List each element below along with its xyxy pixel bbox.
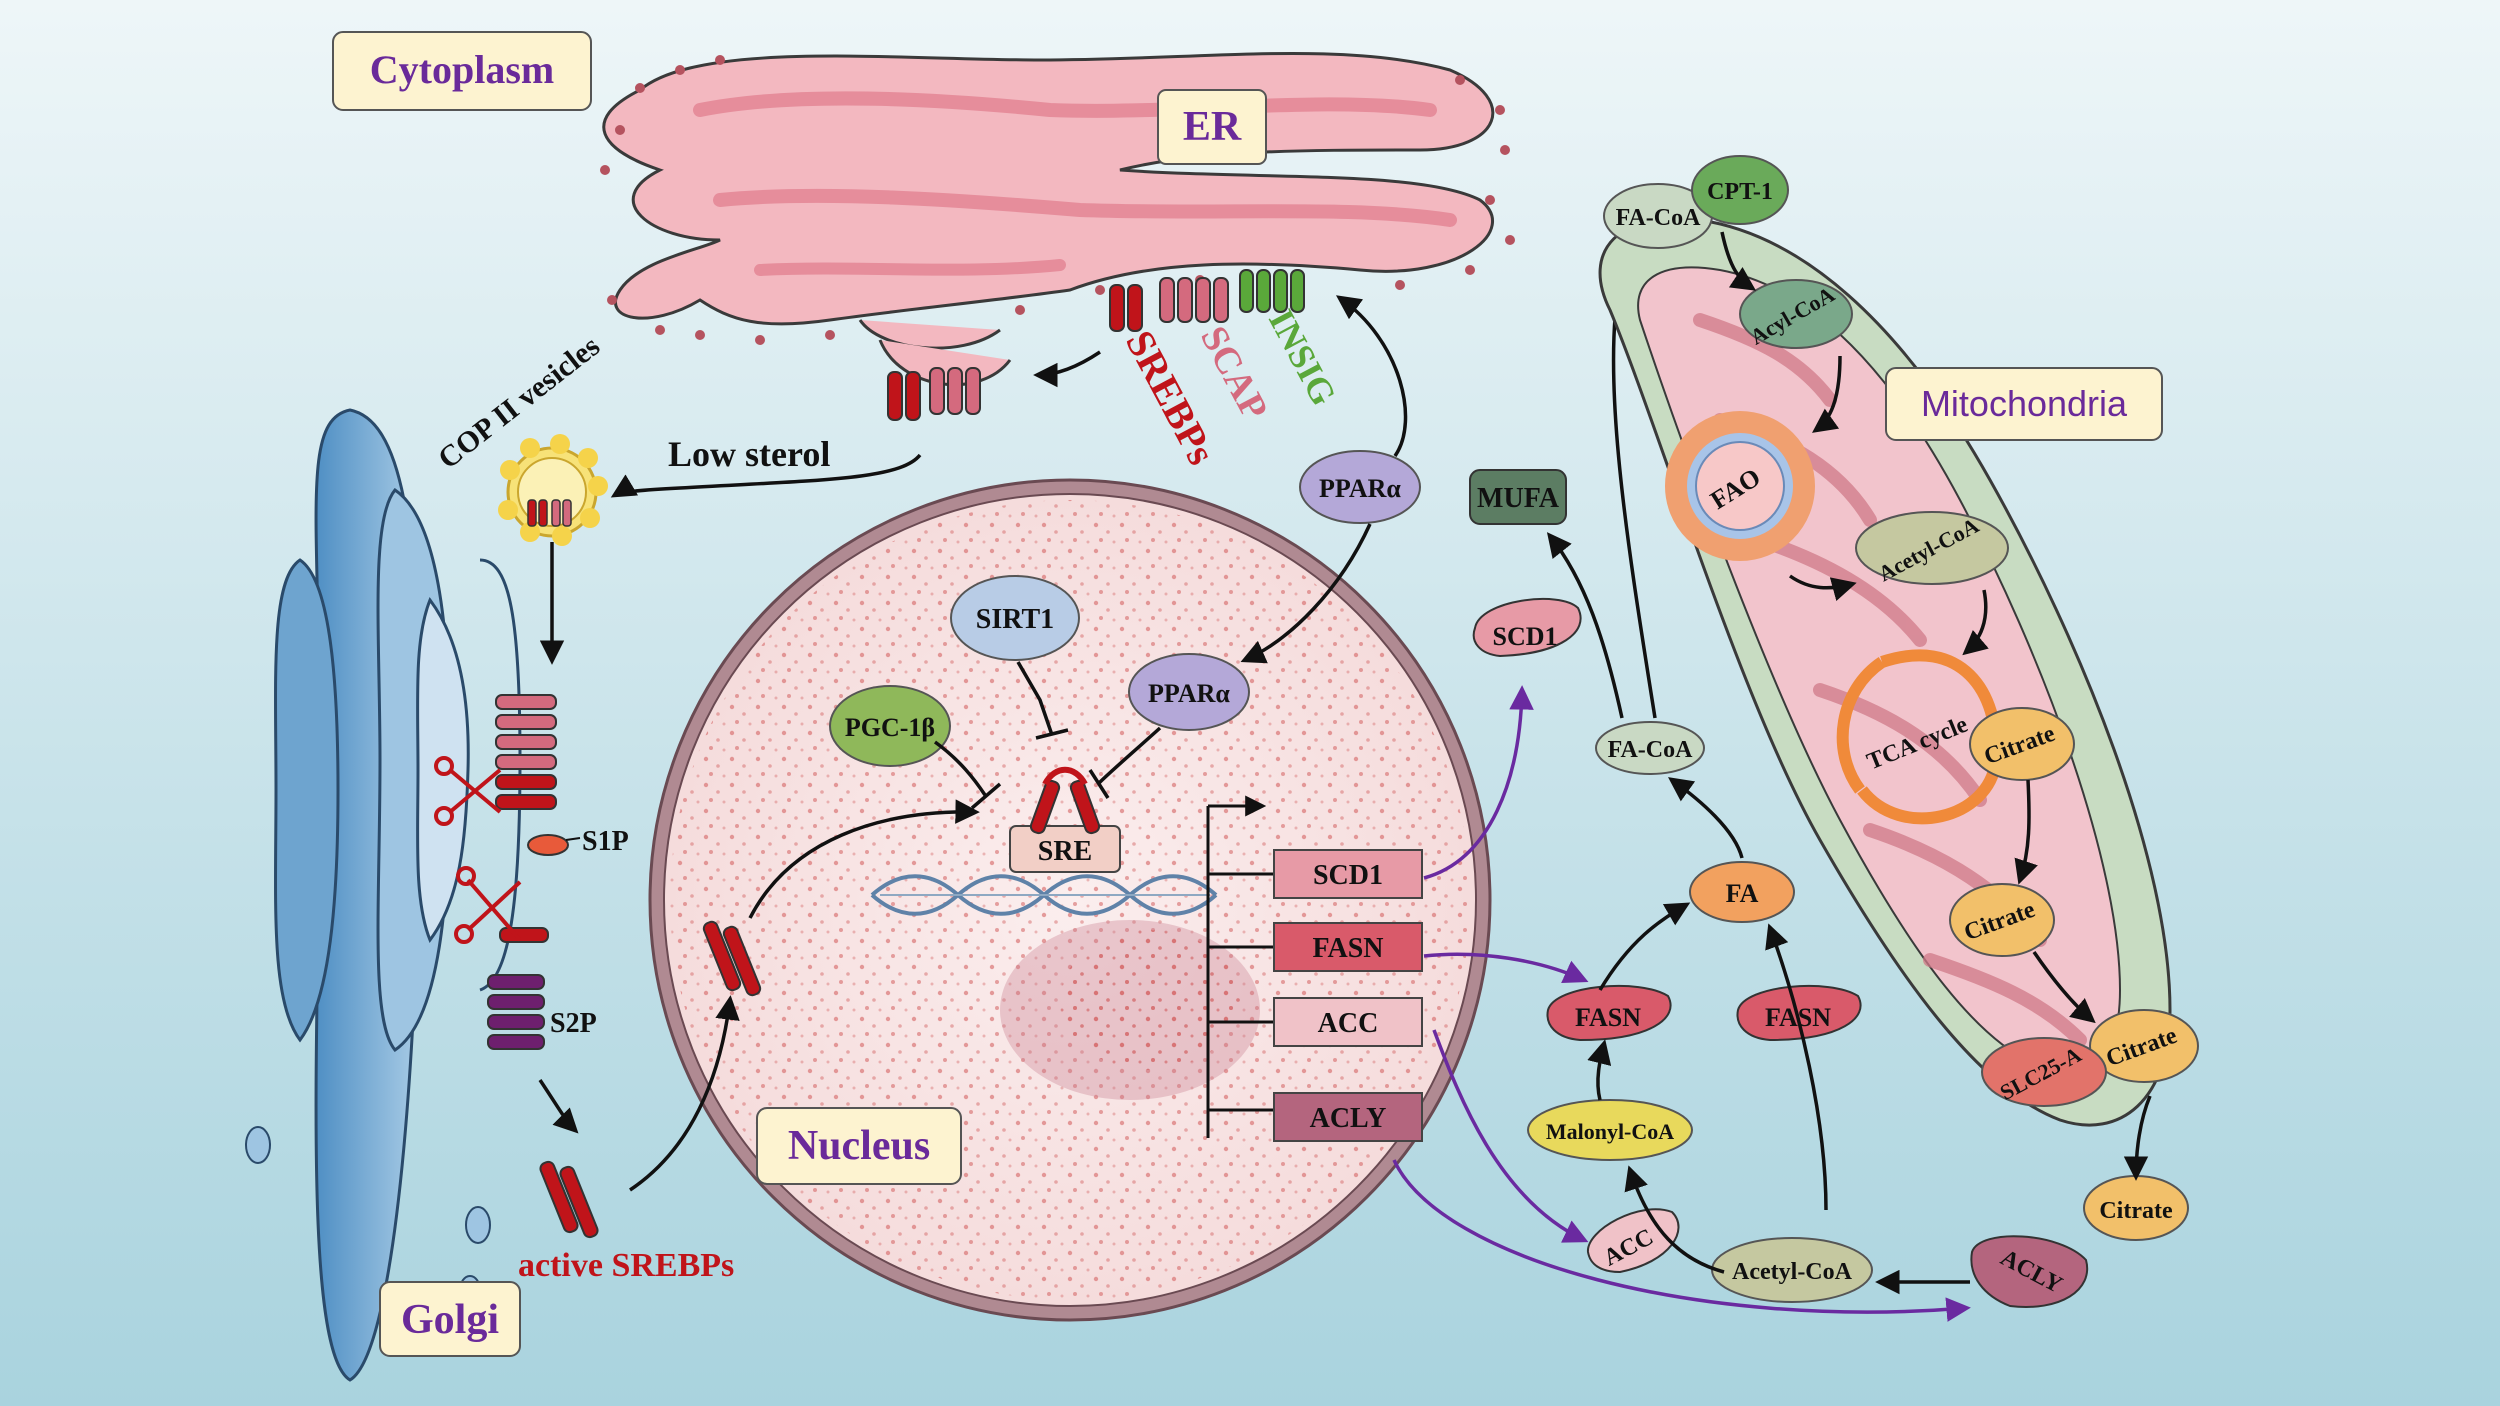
active-srebps-label: active SREBPs xyxy=(518,1247,734,1284)
sirt1-label: SIRT1 xyxy=(976,604,1054,635)
inhibition-edges xyxy=(933,661,1162,810)
fa-label: FA xyxy=(1726,879,1759,908)
srebp-scap-budding xyxy=(887,367,981,421)
fa-coa-mid-node xyxy=(1595,721,1705,775)
dna-helix xyxy=(870,874,1218,916)
acetyl-coa-cyto-node xyxy=(1711,1237,1873,1303)
fa-coa-top-label: FA-CoA xyxy=(1616,205,1702,231)
s2p-label: S2P xyxy=(550,1008,597,1039)
citrate-cyto-label: Citrate xyxy=(2099,1198,2173,1224)
gene-box-scd1 xyxy=(1273,849,1423,899)
expression-arrows xyxy=(1392,685,1971,1322)
fa-node xyxy=(1689,861,1795,923)
fa-coa-mid-label: FA-CoA xyxy=(1608,737,1694,763)
malonyl-coa-node xyxy=(1527,1099,1693,1161)
nucleus-label-box xyxy=(756,1107,962,1185)
gene-fasn-label: FASN xyxy=(1312,933,1383,964)
ppara-nucleus-node xyxy=(1128,653,1250,731)
cpt1-node xyxy=(1691,155,1789,225)
ppara-nucleus-label: PPARα xyxy=(1148,679,1230,708)
golgi-apparatus xyxy=(245,408,522,1382)
cop2-vesicle xyxy=(498,434,608,546)
active-srebp-nucleus xyxy=(702,920,762,997)
pgc1b-node xyxy=(829,685,951,767)
scissors-icon xyxy=(454,866,522,944)
golgi-label-box xyxy=(379,1281,521,1357)
gene-box-acly xyxy=(1273,1092,1423,1142)
scap-er-protein xyxy=(1159,277,1229,323)
gene-scd1-label: SCD1 xyxy=(1313,860,1383,891)
gene-box-fasn xyxy=(1273,922,1423,972)
arrow-ppara-to-nucleus xyxy=(1240,523,1372,664)
acyl-coa-node xyxy=(1739,279,1853,349)
cytoplasm-label: Cytoplasm xyxy=(370,47,554,92)
gene-branch-lines xyxy=(1206,795,1274,1138)
mufa-box xyxy=(1469,469,1567,525)
sre-label: SRE xyxy=(1038,836,1092,867)
active-srebp-golgi xyxy=(539,1160,599,1239)
nucleus-label: Nucleus xyxy=(788,1123,930,1169)
endoplasmic-reticulum xyxy=(600,51,1515,387)
srebp-golgi-processing xyxy=(487,694,557,1050)
s1p-protease xyxy=(527,834,569,856)
sre-box xyxy=(1009,825,1121,873)
acly-enzyme xyxy=(1970,1235,2089,1308)
arrow-low-sterol xyxy=(610,453,922,498)
arrow-srebp-exit-er xyxy=(1033,350,1101,388)
scissors-icon xyxy=(434,756,502,826)
citrate-1-node xyxy=(1969,707,2075,781)
fasn-enzyme-left xyxy=(1546,984,1672,1042)
mito-arrows xyxy=(1720,231,2096,1024)
pgc1b-label: PGC-1β xyxy=(845,713,935,742)
cytoplasm-label-box xyxy=(332,31,592,111)
golgi-label: Golgi xyxy=(401,1297,499,1343)
gene-box-acc xyxy=(1273,997,1423,1047)
mufa-label: MUFA xyxy=(1477,483,1560,514)
slc25a-node xyxy=(1981,1037,2107,1107)
sirt1-node xyxy=(950,575,1080,661)
srebps-er-protein xyxy=(1109,284,1143,332)
malonyl-coa-label: Malonyl-CoA xyxy=(1546,1119,1674,1144)
ppara-cyto-node xyxy=(1299,450,1421,524)
cpt1-label: CPT-1 xyxy=(1707,179,1773,205)
er-label-box xyxy=(1157,89,1267,165)
citrate-3-node xyxy=(2089,1009,2199,1083)
arrow-active-to-nucleus xyxy=(629,995,740,1192)
low-sterol-label: Low sterol xyxy=(668,434,830,474)
gene-acly-label: ACLY xyxy=(1310,1103,1387,1134)
scd1-enzyme xyxy=(1472,597,1582,658)
insig-er-protein xyxy=(1239,269,1305,313)
arrow-ppara-to-insig xyxy=(1335,295,1408,457)
acetyl-coa-cyto-label: Acetyl-CoA xyxy=(1732,1259,1853,1285)
er-label: ER xyxy=(1183,104,1242,150)
s1p-label: S1P xyxy=(582,826,629,857)
arrow-srebp-to-sre xyxy=(748,799,980,919)
citrate-2-node xyxy=(1949,883,2055,957)
acetyl-coa-mito-node xyxy=(1855,511,2009,585)
fasn-enzyme-right xyxy=(1736,984,1862,1042)
mitochondria-label-box xyxy=(1885,367,2163,441)
ppara-cyto-label: PPARα xyxy=(1319,474,1401,503)
srebp-bound-sre xyxy=(1029,766,1101,835)
scd1-enzyme-label: SCD1 xyxy=(1492,622,1557,651)
fao-ring xyxy=(1665,411,1815,561)
arrow-golgi-to-active xyxy=(538,1079,579,1134)
gene-acc-label: ACC xyxy=(1318,1008,1379,1039)
mitochondria-label: Mitochondria xyxy=(1921,383,2128,424)
fasn-left-label: FASN xyxy=(1575,1003,1641,1032)
